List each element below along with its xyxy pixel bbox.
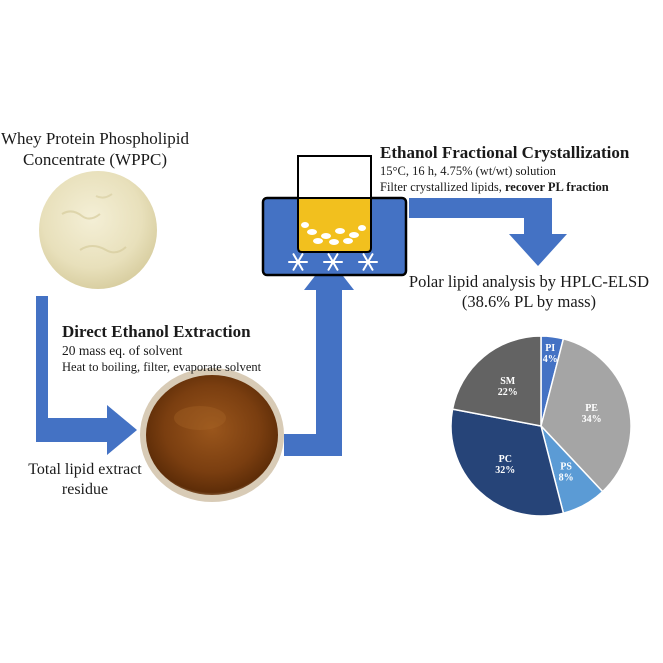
- direct-extraction-line1: 20 mass eq. of solvent: [62, 342, 302, 359]
- arrow-powder-to-residue: [36, 296, 137, 455]
- direct-extraction-title: Direct Ethanol Extraction: [62, 322, 302, 342]
- wppc-powder-image: [39, 171, 157, 289]
- crystallization-text: Ethanol Fractional Crystallization 15°C,…: [380, 143, 660, 195]
- wppc-label-line1: Whey Protein Phospholipid: [0, 128, 190, 149]
- residue-dish-image: [140, 368, 284, 502]
- residue-label-line1: Total lipid extract: [10, 460, 160, 480]
- wppc-label: Whey Protein Phospholipid Concentrate (W…: [0, 128, 190, 170]
- crystallization-line2-plain: Filter crystallized lipids,: [380, 180, 505, 194]
- analysis-label-line1: Polar lipid analysis by HPLC-ELSD: [400, 272, 658, 292]
- arrow-bath-to-chart: [409, 198, 567, 266]
- wppc-label-line2: Concentrate (WPPC): [0, 149, 190, 170]
- crystallization-line2-bold: recover PL fraction: [505, 180, 609, 194]
- crystallization-line1: 15°C, 16 h, 4.75% (wt/wt) solution: [380, 163, 660, 179]
- analysis-label-line2: (38.6% PL by mass): [400, 292, 658, 312]
- direct-extraction-line2: Heat to boiling, filter, evaporate solve…: [62, 359, 302, 375]
- residue-label-line2: residue: [10, 480, 160, 500]
- analysis-label: Polar lipid analysis by HPLC-ELSD (38.6%…: [400, 272, 658, 312]
- residue-label: Total lipid extract residue: [10, 460, 160, 500]
- crystallization-line2: Filter crystallized lipids, recover PL f…: [380, 179, 660, 195]
- direct-extraction-text: Direct Ethanol Extraction 20 mass eq. of…: [62, 322, 302, 375]
- crystallization-title: Ethanol Fractional Crystallization: [380, 143, 660, 163]
